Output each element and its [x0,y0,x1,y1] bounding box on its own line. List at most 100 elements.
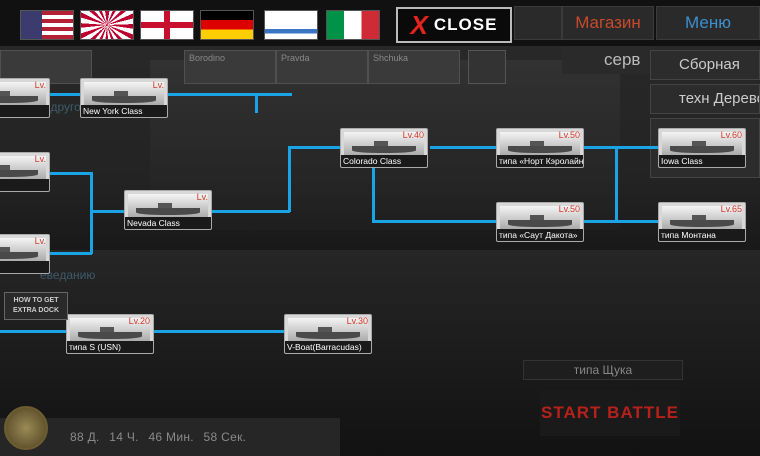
ship-image [0,238,46,262]
ship-hull [670,146,734,153]
connector-line [152,330,286,333]
ship-image [84,82,164,106]
connector-line [615,146,618,222]
ship-image [500,132,580,156]
ussr-flag[interactable] [264,10,318,40]
connector-line [0,330,70,333]
ship-superstructure [692,215,706,221]
ship-node-north-carolina[interactable]: Lv.50 типа «Норт Кэролайн» [496,128,584,168]
menu-button[interactable]: Меню [656,6,760,40]
ship-image [288,318,368,342]
connector-line [90,172,93,254]
ship-hull [296,332,360,339]
timer-hours: 14 Ч. [109,430,139,444]
server-label[interactable]: серв [562,46,654,74]
how-to-get-extra-dock-button[interactable]: HOW TO GET EXTRA DOCK [4,292,68,320]
ship-superstructure [530,215,544,221]
ship-image [128,194,208,218]
ship-tabs: Borodino Pravda Shchuka [0,50,506,86]
japan-flag[interactable] [80,10,134,40]
top-menu-blank[interactable] [514,6,562,40]
ship-image [0,82,46,106]
ship-superstructure [530,141,544,147]
ship-superstructure [318,327,332,333]
timer-seconds: 58 Сек. [203,430,247,444]
ship-level: Lv. [196,192,208,202]
ship-hull [92,96,156,103]
tabs-next-arrow-icon[interactable] [468,50,506,84]
uk-flag[interactable] [140,10,194,40]
ship-node-new-york[interactable]: Lv.New York Class [80,78,168,118]
ship-name: типа Монтана [659,229,745,241]
timer-minutes: 46 Мин. [148,430,194,444]
shop-button[interactable]: Магазин [562,6,654,40]
connector-line [288,146,291,212]
ship-name: Class [0,105,49,117]
start-battle-label: START BATTLE [541,403,679,422]
ship-level: Lv.50 [558,130,580,140]
ship-hull [78,332,142,339]
anchor-emblem-icon[interactable] [4,406,48,450]
selected-ship-name: типа Щука [523,360,683,380]
ship-hull [352,146,416,153]
ship-hull [0,170,38,177]
close-label: CLOSE [433,15,498,34]
ship-level: Lv. [34,236,46,246]
right-menu-tech-tree[interactable]: техн Дерево [650,84,760,114]
ship-name: типа S (USN) [67,341,153,353]
ship-name: Nevada Class [125,217,211,229]
timer-days: 88 Д. [70,430,100,444]
close-x-icon: X [410,10,428,40]
ship-level: Lv.60 [720,130,742,140]
usa-flag[interactable] [20,10,74,40]
connector-line [206,210,290,213]
shop-label: Магазин [575,13,641,32]
bottom-left-hint: еведанию [40,268,96,282]
ship-level: Lv.65 [720,204,742,214]
ship-name: типа «Саут Дакота» [497,229,583,241]
ship-level: Lv. [34,80,46,90]
connector-line [288,146,343,149]
ship-node-left-2[interactable]: Lv.Class [0,152,50,192]
ship-superstructure [0,165,10,171]
ship-superstructure [692,141,706,147]
ship-superstructure [0,91,10,97]
ship-node-south-dakota[interactable]: Lv.50 типа «Саут Дакота» [496,202,584,242]
germany-flag[interactable] [200,10,254,40]
ship-hull [136,208,200,215]
ship-node-montana[interactable]: Lv.65 типа Монтана [658,202,746,242]
ship-node-left-3[interactable]: Lv. e Class [0,234,50,274]
ship-hull [0,96,38,103]
ship-superstructure [100,327,114,333]
right-menu-team[interactable]: Сборная [650,50,760,80]
ship-level: Lv. [152,80,164,90]
ship-image [0,156,46,180]
connector-line [372,160,375,222]
ship-level: Lv.30 [346,316,368,326]
ship-node-top-left[interactable]: Lv. Class [0,78,50,118]
ship-image [344,132,424,156]
connector-line [582,220,662,223]
tab-pravda[interactable]: Pravda [276,50,368,84]
ship-image [500,206,580,230]
tab-borodino[interactable]: Borodino [184,50,276,84]
ship-name: Iowa Class [659,155,745,167]
ship-name: V-Boat(Barracudas) [285,341,371,353]
ship-superstructure [158,203,172,209]
ship-name: e Class [0,261,49,273]
ship-name: типа «Норт Кэролайн» [497,155,583,167]
ship-level: Lv.50 [558,204,580,214]
ship-image [70,318,150,342]
start-battle-button[interactable]: START BATTLE [540,390,680,436]
tab-shchuka[interactable]: Shchuka [368,50,460,84]
close-button[interactable]: X CLOSE [396,7,512,43]
ship-hull [0,252,38,259]
italy-flag[interactable] [326,10,380,40]
ship-superstructure [114,91,128,97]
connector-line [255,93,258,113]
ship-node-nevada[interactable]: Lv. Nevada Class [124,190,212,230]
